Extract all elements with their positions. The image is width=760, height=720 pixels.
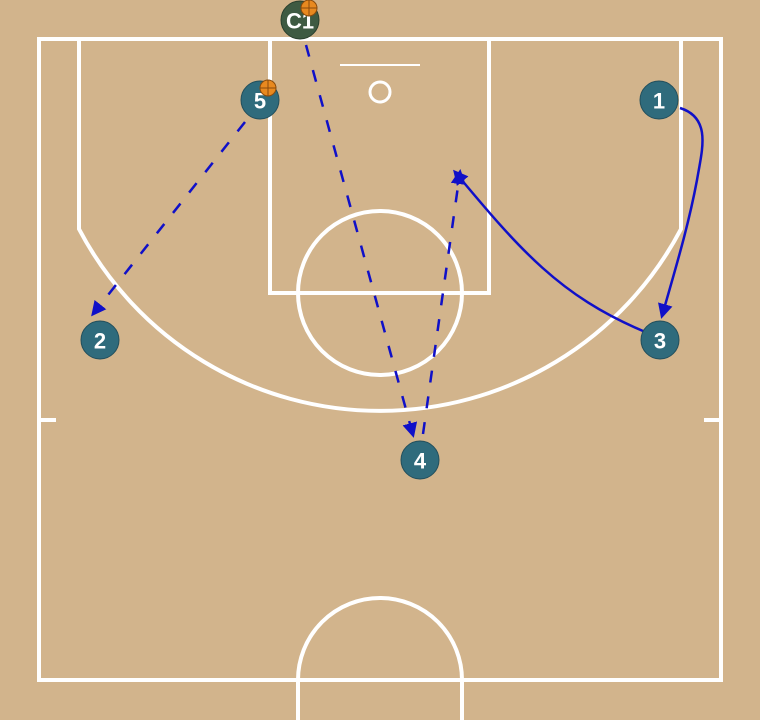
center-circle — [296, 596, 464, 720]
player-3: 3 — [640, 320, 680, 360]
coach-c1: C1 — [280, 0, 320, 40]
player-4: 4 — [400, 440, 440, 480]
player-2: 2 — [80, 320, 120, 360]
player-marker — [400, 440, 440, 480]
cut-1-to-3 — [658, 106, 704, 319]
player-5: 5 — [240, 79, 280, 120]
player-label: 1 — [653, 89, 665, 114]
pass-4-to-paint — [421, 169, 466, 435]
paint-lane — [268, 37, 491, 295]
basketball-icon — [300, 0, 318, 17]
cut-3-to-paint — [453, 169, 644, 333]
player-marker — [639, 80, 679, 120]
play-actions — [91, 44, 704, 438]
basket-rim — [368, 80, 392, 104]
three-point-line — [77, 39, 683, 413]
player-1: 1 — [639, 80, 679, 120]
player-marker — [80, 320, 120, 360]
player-label: 4 — [414, 449, 427, 474]
court-lines — [37, 37, 723, 720]
player-marker — [640, 320, 680, 360]
basketball-icon — [259, 79, 277, 97]
player-label: 2 — [94, 329, 106, 354]
free-throw-circle — [296, 209, 464, 377]
player-label: 3 — [654, 329, 666, 354]
